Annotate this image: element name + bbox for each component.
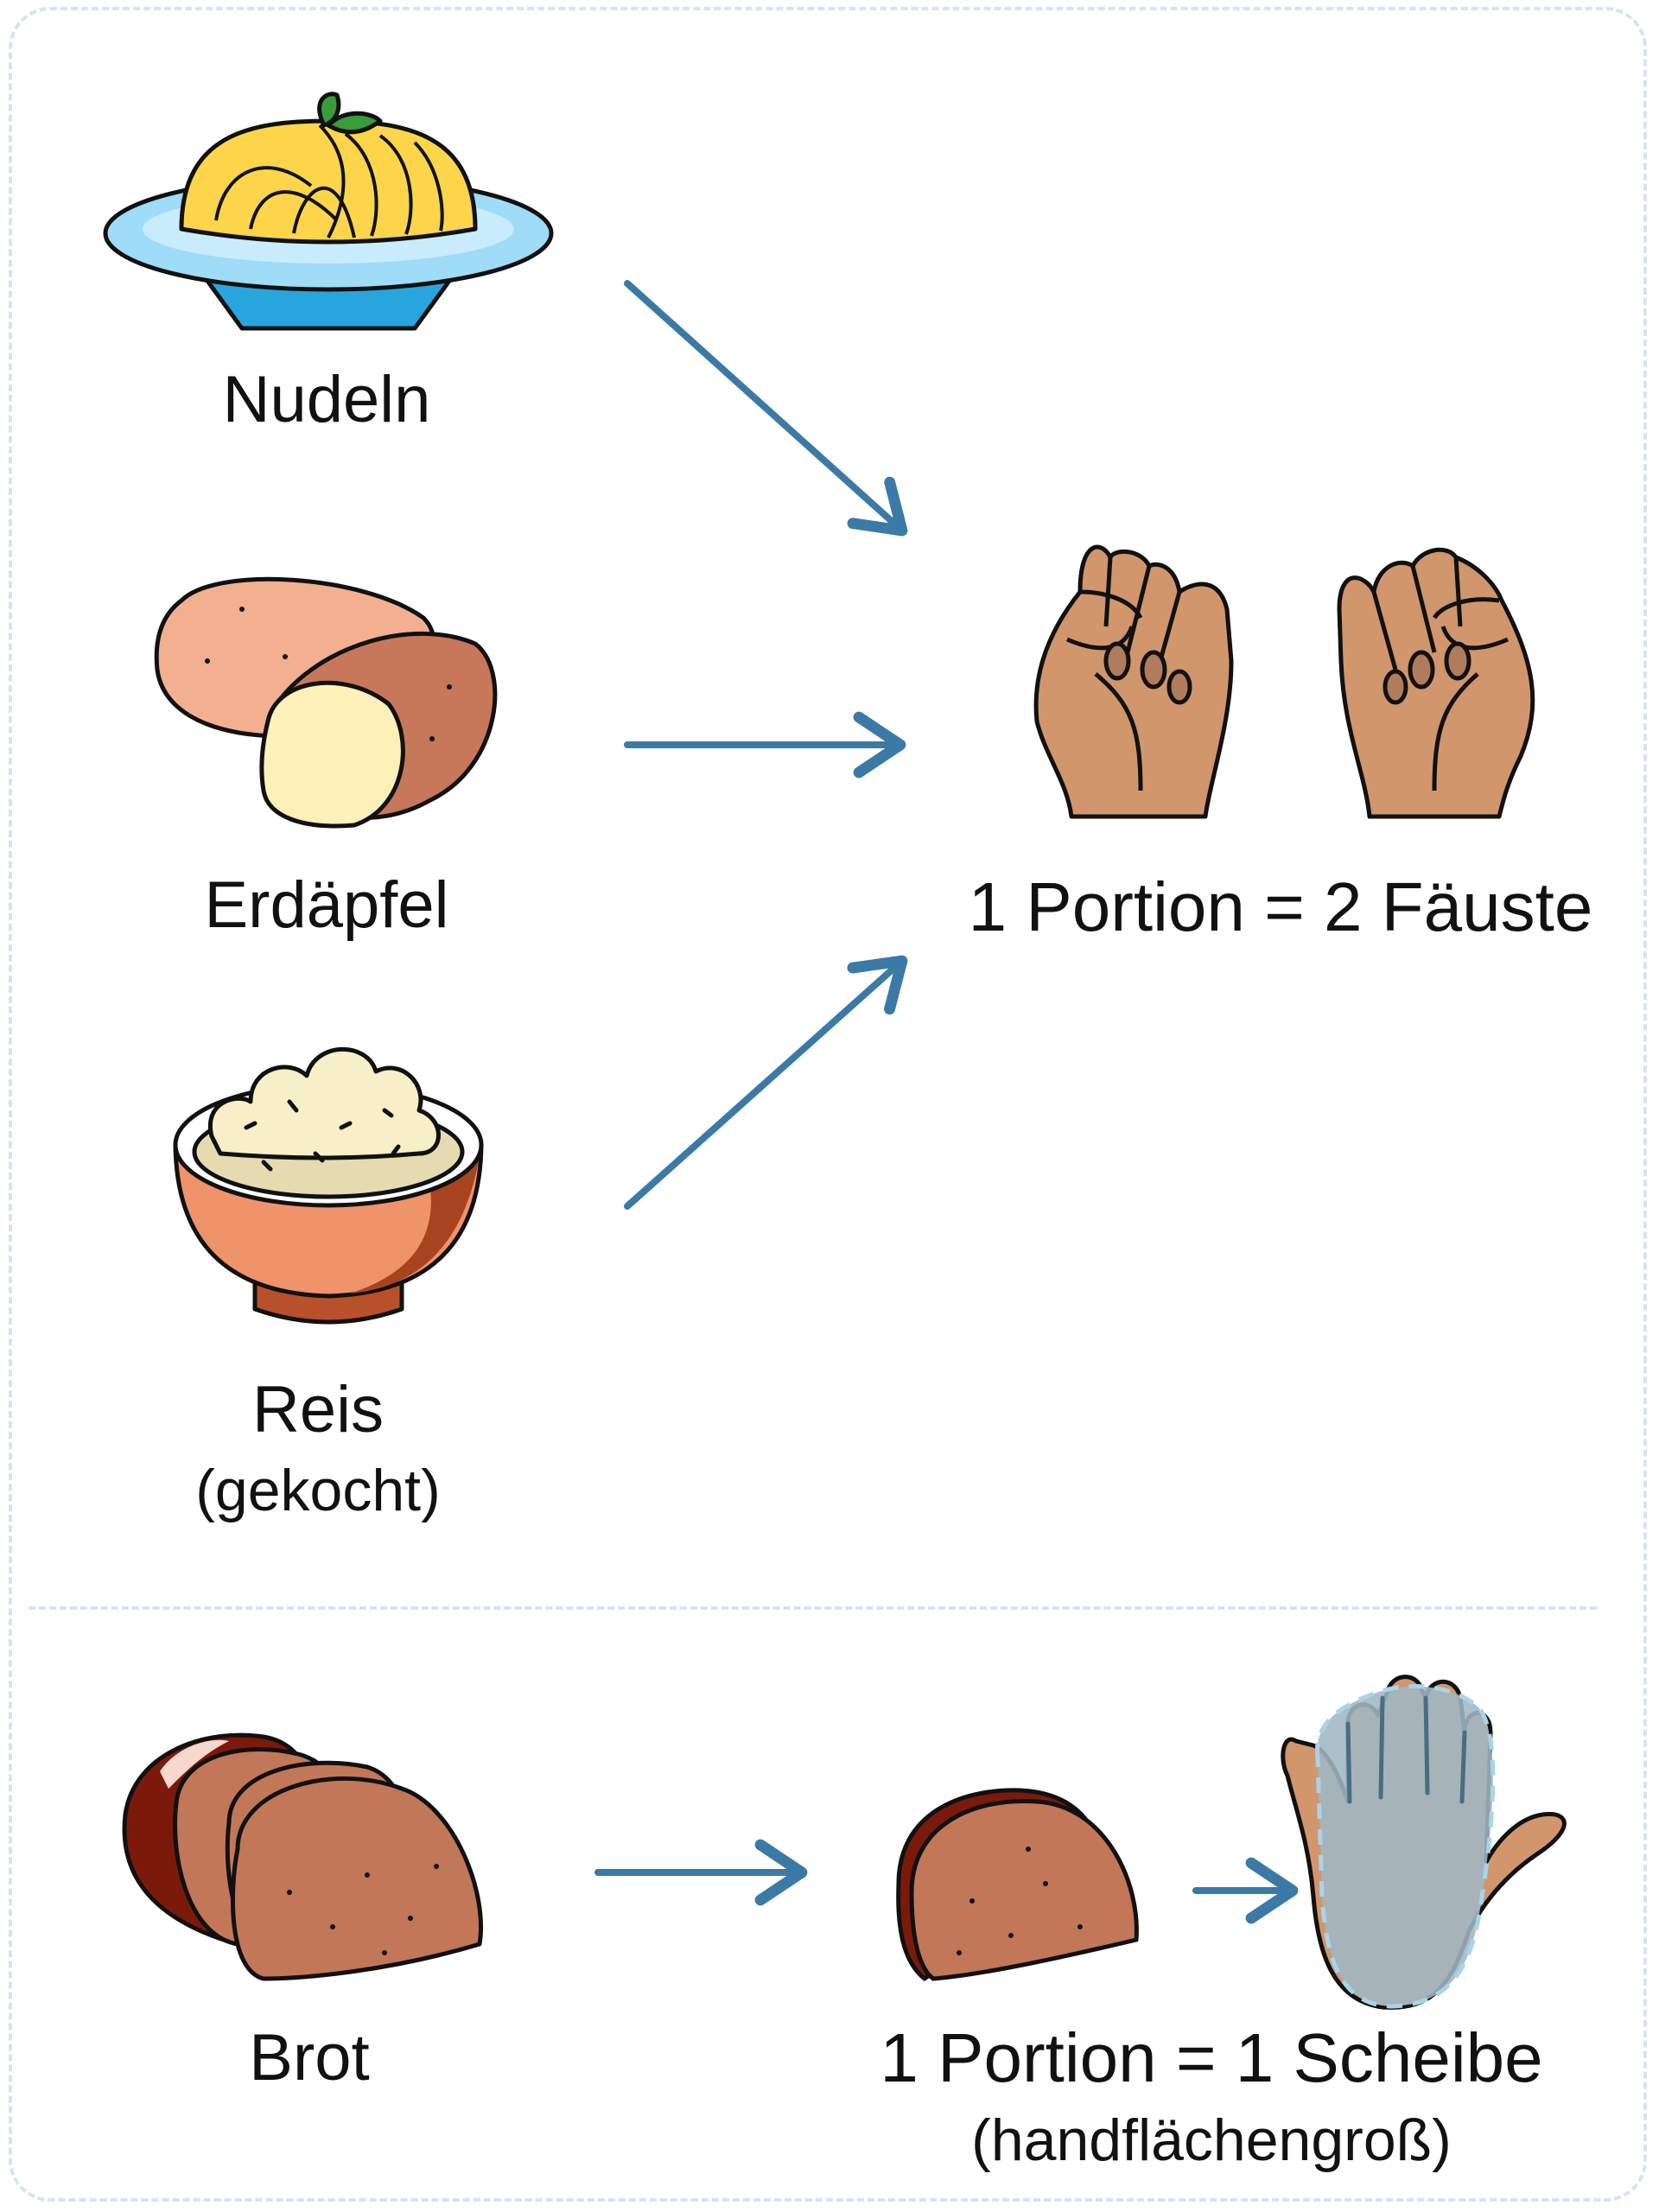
outer-dashed-border [9, 7, 1647, 2202]
label-rice: Reis [251, 1373, 385, 1446]
label-portion-slice: 1 Portion = 1 Scheibe [880, 2019, 1543, 2096]
bread-loaf-icon [122, 1732, 483, 1981]
label-pasta: Nudeln [222, 363, 431, 436]
arrow-pasta [624, 280, 908, 537]
bread-slice-icon [896, 1788, 1139, 1981]
two-fists-icon [1033, 544, 1535, 819]
section-divider [29, 1606, 1597, 1610]
potato-icon [154, 576, 498, 829]
label-portion-slice-note: (handflächengroß) [971, 2107, 1452, 2173]
pasta-plate-icon [103, 92, 554, 331]
label-bread: Brot [249, 2021, 370, 2094]
label-portion-fists: 1 Portion = 2 Fäuste [968, 868, 1593, 945]
arrow-rice [624, 955, 908, 1210]
label-rice-note: (gekocht) [195, 1458, 441, 1523]
label-potato: Erdäpfel [204, 868, 449, 942]
open-palm-icon [1281, 1675, 1567, 2010]
rice-bowl-icon [173, 1046, 484, 1325]
